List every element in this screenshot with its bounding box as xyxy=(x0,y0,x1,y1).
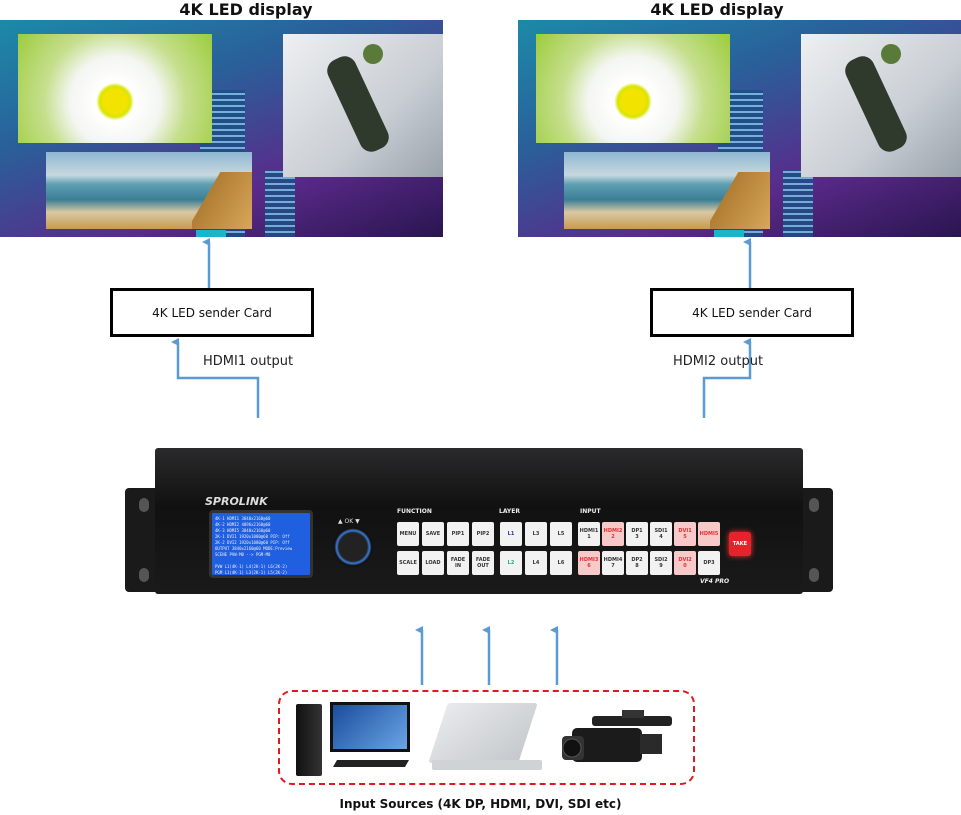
input-button-label: DP1 xyxy=(631,528,643,534)
input-button-label: HDMI5 xyxy=(699,531,719,537)
function-button-scale[interactable]: SCALE xyxy=(397,551,419,575)
beach-image xyxy=(564,152,770,229)
layer-button-l5[interactable]: L5 xyxy=(550,522,572,546)
input-button-label: DP2 xyxy=(631,557,643,563)
function-section-label: FUNCTION xyxy=(397,508,432,515)
input-sources-label: Input Sources (4K DP, HDMI, DVI, SDI etc… xyxy=(339,797,622,811)
desktop-pc-icon xyxy=(296,704,322,776)
input-section-label: INPUT xyxy=(580,508,601,515)
knob-label: ▲ OK ▼ xyxy=(338,518,360,525)
led-display-right xyxy=(518,20,961,237)
input-button-label: DP3 xyxy=(703,560,715,566)
lcd-line: OUTPUT 3840x2160@60 MODE:Preview xyxy=(215,546,293,551)
led-display-left xyxy=(0,20,443,237)
keyboard-icon xyxy=(332,760,410,767)
arrow-hdmi2-output xyxy=(702,338,752,418)
lcd-line: 4K-1 HDMI1 3840x2160@60 xyxy=(215,516,271,521)
function-button-menu[interactable]: MENU xyxy=(397,522,419,546)
function-button-fade-in[interactable]: FADE IN xyxy=(447,551,469,575)
lcd-line: 4K-3 HDMI5 3840x2160@60 xyxy=(215,528,271,533)
lcd-line: 2K-1 DVI1 1920x1080@60 PIP: Off xyxy=(215,534,290,539)
input-button-number: 1 xyxy=(587,534,591,540)
sender-card-left: 4K LED sender Card xyxy=(110,288,314,337)
input-button-number: 2 xyxy=(611,534,615,540)
lcd-line: PVW L1(4K-1) L4(2K-1) L6(2K-2) xyxy=(215,564,288,569)
input-button-dp3[interactable]: DP3 xyxy=(698,551,720,575)
lcd-line: PGM L1(4K-1) L3(2K-1) L5(2K-2) xyxy=(215,570,288,575)
input-button-label: SDI1 xyxy=(654,528,668,534)
input-button-label: DVI2 xyxy=(678,557,692,563)
layer-button-l2[interactable]: L2 xyxy=(500,551,522,575)
input-button-hdmi5[interactable]: HDMI5 xyxy=(698,522,720,546)
layer-button-l3[interactable]: L3 xyxy=(525,522,547,546)
function-button-fade-out[interactable]: FADE OUT xyxy=(472,551,494,575)
input-button-number: 5 xyxy=(683,534,687,540)
input-button-label: HDMI1 xyxy=(579,528,599,534)
ok-knob[interactable] xyxy=(333,527,373,567)
dancer-image xyxy=(801,34,961,177)
input-button-number: 4 xyxy=(659,534,663,540)
laptop-base xyxy=(432,760,542,770)
input-button-number: 8 xyxy=(635,563,639,569)
function-button-save[interactable]: SAVE xyxy=(422,522,444,546)
lcd-line: SCENE PVW-M0 --> PGM-M0 xyxy=(215,552,271,557)
layer-button-l4[interactable]: L4 xyxy=(525,551,547,575)
layer-button-l6[interactable]: L6 xyxy=(550,551,572,575)
lcd-line: 4K-2 HDMI2 4096x2160@60 xyxy=(215,522,271,527)
input-button-number: 7 xyxy=(611,563,615,569)
input-sources-box xyxy=(278,690,695,785)
monitor-icon xyxy=(330,702,410,752)
layer-section-label: LAYER xyxy=(499,508,520,515)
input-button-number: 3 xyxy=(635,534,639,540)
input-button-label: HDMI4 xyxy=(603,557,623,563)
input-button-label: HDMI3 xyxy=(579,557,599,563)
input-button-number: 6 xyxy=(587,563,591,569)
function-button-load[interactable]: LOAD xyxy=(422,551,444,575)
sender-card-right: 4K LED sender Card xyxy=(650,288,854,337)
input-button-number: 0 xyxy=(683,563,687,569)
brand-logo: SPROLINK xyxy=(205,495,268,508)
beach-image xyxy=(46,152,252,229)
layer-button-l1[interactable]: L1 xyxy=(500,522,522,546)
function-button-pip1[interactable]: PIP1 xyxy=(447,522,469,546)
daisy-image xyxy=(536,34,730,143)
input-button-number: 9 xyxy=(659,563,663,569)
hdmi1-output-label: HDMI1 output xyxy=(203,354,294,369)
arrow-hdmi1-output xyxy=(171,338,260,418)
camcorder-icon xyxy=(562,710,672,762)
lcd-line: 2K-2 DVI2 1920x1080@60 PIP: Off xyxy=(215,540,290,545)
dancer-image xyxy=(283,34,443,177)
input-button-label: HDMI2 xyxy=(603,528,623,534)
daisy-image xyxy=(18,34,212,143)
input-button-label: SDI2 xyxy=(654,557,668,563)
hdmi2-output-label: HDMI2 output xyxy=(673,354,764,369)
take-button[interactable]: TAKE xyxy=(729,532,751,556)
function-button-pip2[interactable]: PIP2 xyxy=(472,522,494,546)
model-label: VF4 PRO xyxy=(700,578,730,585)
display-title-left: 4K LED display xyxy=(179,0,313,19)
display-title-right: 4K LED display xyxy=(650,0,784,19)
input-button-label: DVI1 xyxy=(678,528,692,534)
